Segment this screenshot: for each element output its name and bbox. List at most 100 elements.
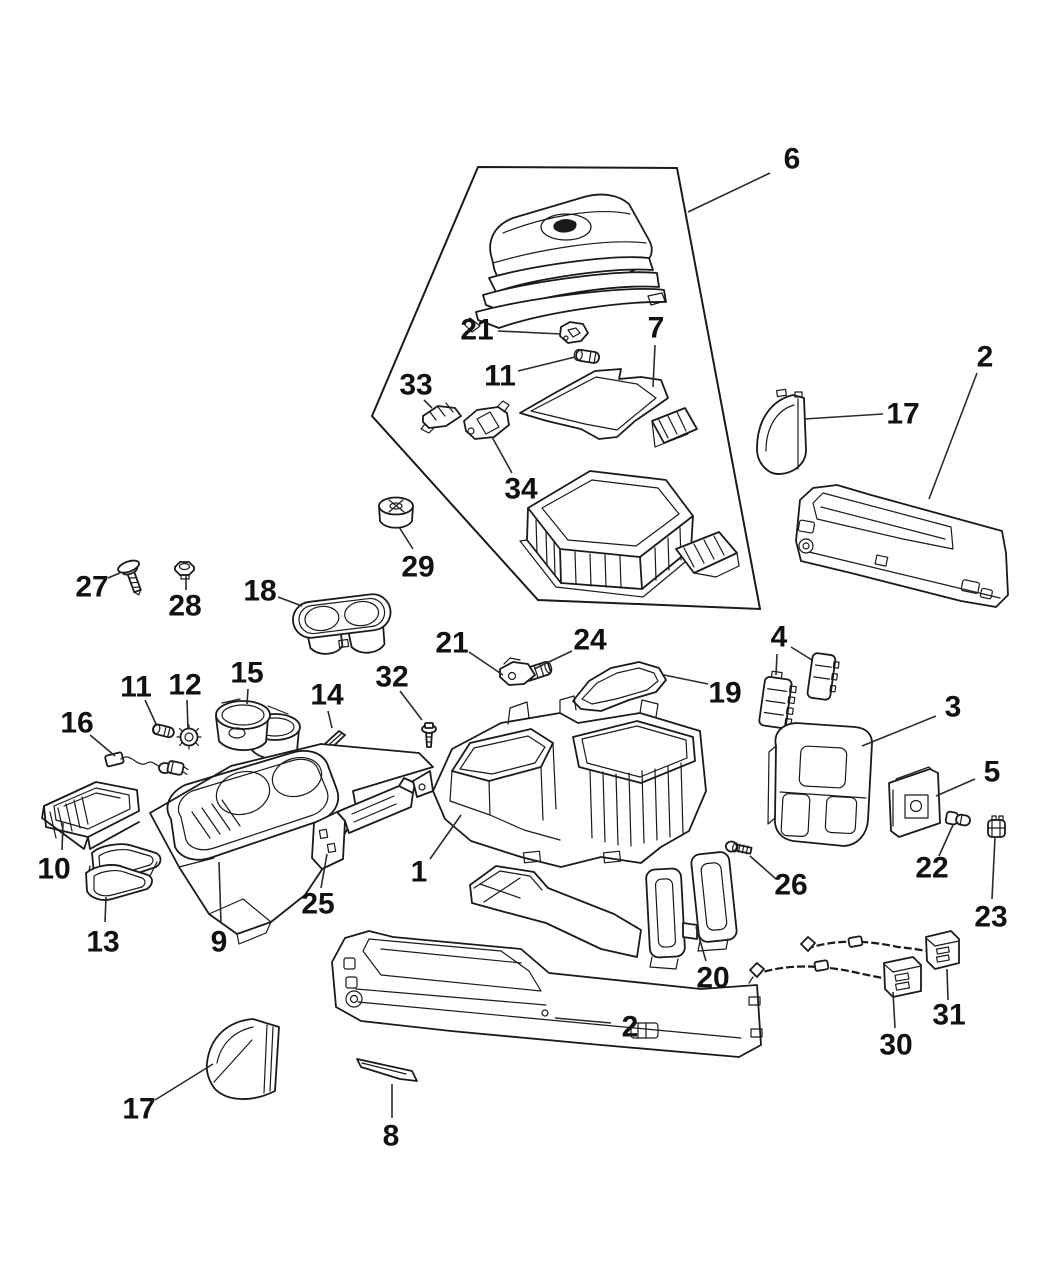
part-17-corner-cover-right [756,388,807,475]
part-29-knob [378,496,414,529]
part-27-screw [117,559,142,596]
part-hinge-rail-upper [651,407,698,448]
callout-27: 27 [75,571,108,604]
leader-line-24 [533,650,573,670]
part-23-socket [987,815,1006,838]
leader-line-21 [497,330,562,335]
callout-7: 7 [648,312,665,345]
part-4-module-b [806,652,840,701]
callout-3: 3 [945,691,962,724]
part-7-liner-mat [519,368,669,440]
callout-21: 21 [435,627,468,660]
part-31-wiring-harness [800,930,960,970]
callout-34: 34 [504,473,538,506]
leader-line-7 [652,344,656,388]
leader-line-9 [218,861,222,924]
callout-12: 12 [168,669,201,702]
leader-line-33 [423,399,433,409]
callout-18: 18 [243,575,276,608]
leader-line-4 [790,646,813,661]
part-22-bulb [944,810,971,827]
callout-31: 31 [932,999,965,1032]
callout-22: 22 [915,852,948,885]
callout-17: 17 [886,398,919,431]
leader-line-16 [89,734,116,757]
callout-19: 19 [708,677,741,710]
part-32-screw [421,722,437,748]
callout-24: 24 [573,624,607,657]
part-1-console-body [412,695,707,868]
part-17-corner-cover-left [205,1018,280,1100]
callout-14: 14 [310,679,344,712]
part-3-rear-panel [767,722,873,847]
leader-line-20 [695,926,707,962]
part-2-side-panel-right [795,484,1009,608]
callout-2: 2 [622,1011,639,1044]
callout-11: 11 [120,671,152,704]
callout-21: 21 [460,314,493,347]
part-20-duct-bracket [469,851,738,970]
callout-30: 30 [879,1029,912,1062]
callout-29: 29 [401,551,434,584]
leader-line-30 [892,991,896,1029]
leader-line-3 [861,715,937,747]
leader-line-14 [327,710,333,729]
callout-11: 11 [484,360,516,393]
part-13-rubber-mat [85,843,162,901]
callout-32: 32 [375,661,408,694]
part-hinge-rail-lower [675,531,740,578]
part-8-trim-strip [356,1058,418,1082]
leader-line-13 [104,896,107,923]
part-storage-bin [519,470,697,598]
leader-line-1 [429,814,462,860]
leader-line-17 [154,1063,214,1101]
part-30-wiring-harness [748,956,922,998]
callout-17: 17 [122,1093,155,1126]
leader-line-2 [928,372,978,500]
leader-line-18 [277,596,303,607]
part-16-wiring [104,751,189,776]
leader-line-11 [517,356,576,372]
part-6-assembly-boundary [370,165,762,611]
leader-line-17 [803,413,884,420]
callout-20: 20 [696,962,729,995]
part-5-module [888,766,941,838]
callout-9: 9 [211,926,228,959]
part-11-pin-top [573,348,600,364]
part-18-cupholder-insert [292,593,392,655]
leader-line-21 [468,651,504,676]
part-19-gasket [572,661,667,712]
part-21-24-latch [499,657,553,686]
leader-line-27 [107,571,123,579]
part-26-screw [724,840,753,855]
part-2-side-panel-lower [331,930,763,1058]
leader-line-15 [246,688,249,705]
part-12-grommet [176,724,202,750]
callout-6: 6 [784,143,801,176]
leader-line-19 [663,674,709,685]
lid-badge-icon [540,213,592,241]
callout-5: 5 [984,756,1001,789]
callout-33: 33 [399,369,432,402]
leader-line-2 [554,1017,612,1024]
part-4-module-a [758,670,797,729]
callout-25: 25 [301,888,334,921]
part-28-nut [174,561,195,580]
part-21-latch-top [559,321,589,344]
leader-line-25 [320,853,328,889]
leader-line-6 [687,172,771,213]
callout-8: 8 [383,1120,400,1153]
part-25-bracket [311,777,416,870]
leader-line-26 [749,855,777,880]
callout-2: 2 [977,341,994,374]
callout-10: 10 [37,853,70,886]
leader-line-32 [399,690,423,721]
leader-line-31 [946,968,949,1001]
callout-4: 4 [771,621,788,654]
leader-line-34 [491,436,513,474]
leader-line-22 [938,824,954,857]
part-15-cupholder [215,698,301,761]
